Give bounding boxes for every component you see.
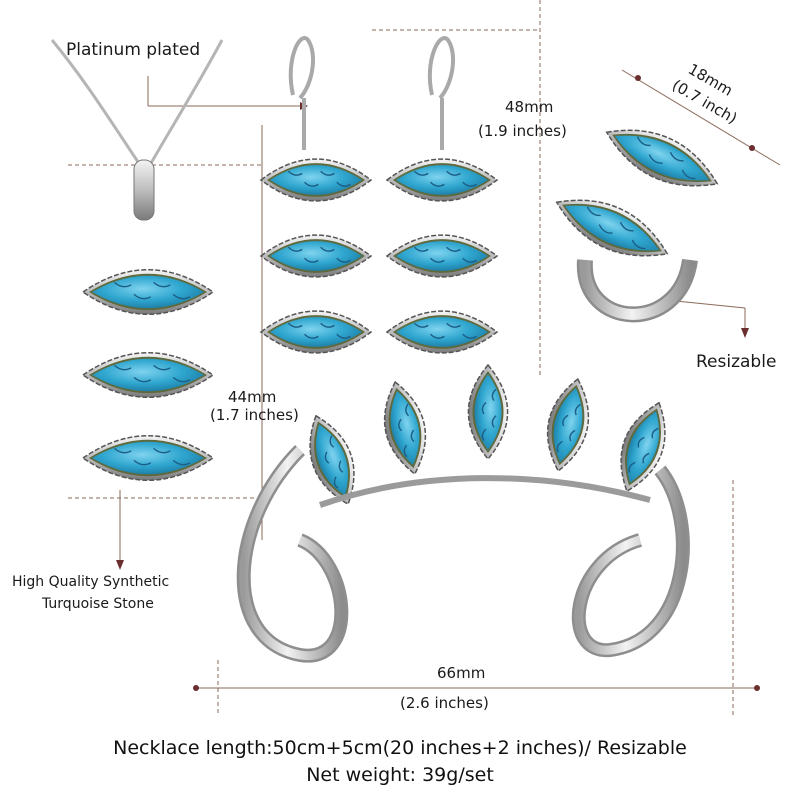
earring-dimension-inches: (1.9 inches) xyxy=(478,122,567,140)
ring-band xyxy=(576,258,698,323)
bangle-stone-1 xyxy=(309,414,355,506)
earring-dimension-mm: 48mm xyxy=(505,98,554,116)
turquoise-stones xyxy=(81,158,666,506)
left-earring-stone-1 xyxy=(259,158,373,202)
ring-stones xyxy=(555,129,719,257)
cuff-bangle xyxy=(236,445,690,663)
right-earring-stone-1 xyxy=(385,158,499,202)
bangle-stone-2 xyxy=(383,380,427,476)
left-earring-stone-3 xyxy=(259,310,373,354)
earring-hooks xyxy=(288,36,456,150)
pendant-stone-1 xyxy=(81,269,215,315)
stone-description-line2: Turquoise Stone xyxy=(42,596,154,612)
ring-stone-2 xyxy=(605,129,719,187)
pendant-bail xyxy=(133,159,155,221)
necklace-chain xyxy=(50,39,224,166)
ring-stone-1 xyxy=(555,199,669,257)
pendant-stone-3 xyxy=(81,435,215,481)
left-earring-stone-2 xyxy=(259,234,373,278)
stone-description-line1: High Quality Synthetic xyxy=(12,574,170,590)
bangle-stone-3 xyxy=(467,363,509,461)
pendant-dimension-mm: 44mm xyxy=(228,388,277,406)
resizable-label: Resizable xyxy=(696,352,777,372)
platinum-plated-label: Platinum plated xyxy=(66,40,201,60)
pendant-stone-2 xyxy=(81,352,215,398)
bangle-stone-4 xyxy=(546,377,590,473)
net-weight-text: Net weight: 39g/set xyxy=(306,764,494,786)
bangle-dimension-mm: 66mm xyxy=(437,664,486,682)
right-earring-stone-3 xyxy=(385,310,499,354)
bangle-dimension-inches: (2.6 inches) xyxy=(400,694,489,712)
right-earring-stone-2 xyxy=(385,234,499,278)
necklace-length-text: Necklace length:50cm+5cm(20 inches+2 inc… xyxy=(113,737,687,759)
pendant-dimension-inches: (1.7 inches) xyxy=(210,406,299,424)
bangle-stone-5 xyxy=(620,401,666,493)
